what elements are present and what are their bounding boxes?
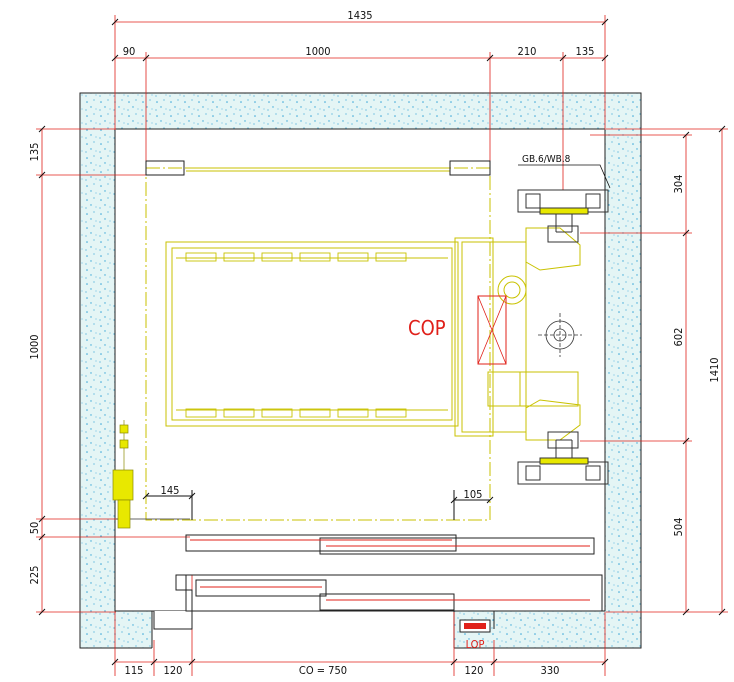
dim-right-gap: 210 [518,45,537,58]
rail-label-leader [518,164,611,189]
dim-bottom-c: 120 [465,664,484,677]
dim-overall-depth: 1410 [708,357,721,382]
shaft-walls [79,92,642,649]
dim-left-gap: 90 [123,45,136,58]
dim-top-clearance: 135 [28,143,41,162]
dim-bottom-d: 330 [541,664,560,677]
left-dimensions [36,128,190,613]
landing-doors [145,160,603,612]
dim-bottom-a: 115 [125,664,144,677]
door-panel-red-lines [190,539,590,601]
dim-left-clearance: 145 [161,484,180,497]
rail-label: GB.6/WB.8 [522,154,571,165]
door-frame [116,574,495,630]
dim-rail-to-front: 504 [672,518,685,537]
dim-rail-spacing: 602 [672,328,685,347]
dim-right-end: 135 [576,45,595,58]
door-operator [112,420,134,529]
cop-cross [477,295,507,365]
dim-right-clearance: 105 [464,488,483,501]
cop-panel [477,295,507,365]
dim-overall-width: 1435 [347,9,372,22]
top-dimensions [114,15,606,190]
dim-rail-offset: 304 [672,175,685,194]
dim-door-depth: 225 [28,566,41,585]
dim-door-opening: 1000 [305,45,330,58]
machine-sheave [538,313,582,357]
rail-bottom [517,431,609,485]
dim-clear-opening: CO = 750 [299,664,347,677]
dim-sill: 50 [28,522,41,535]
lop-label: LOP [466,638,485,651]
car-enclosure [145,167,581,521]
dim-bottom-b: 120 [164,664,183,677]
lop-button [459,619,491,633]
cop-label: COP [408,316,446,340]
rail-top [517,189,609,243]
dim-car-depth: 1000 [28,334,41,359]
right-dimensions [580,128,728,613]
inner-dimensions [142,490,494,520]
